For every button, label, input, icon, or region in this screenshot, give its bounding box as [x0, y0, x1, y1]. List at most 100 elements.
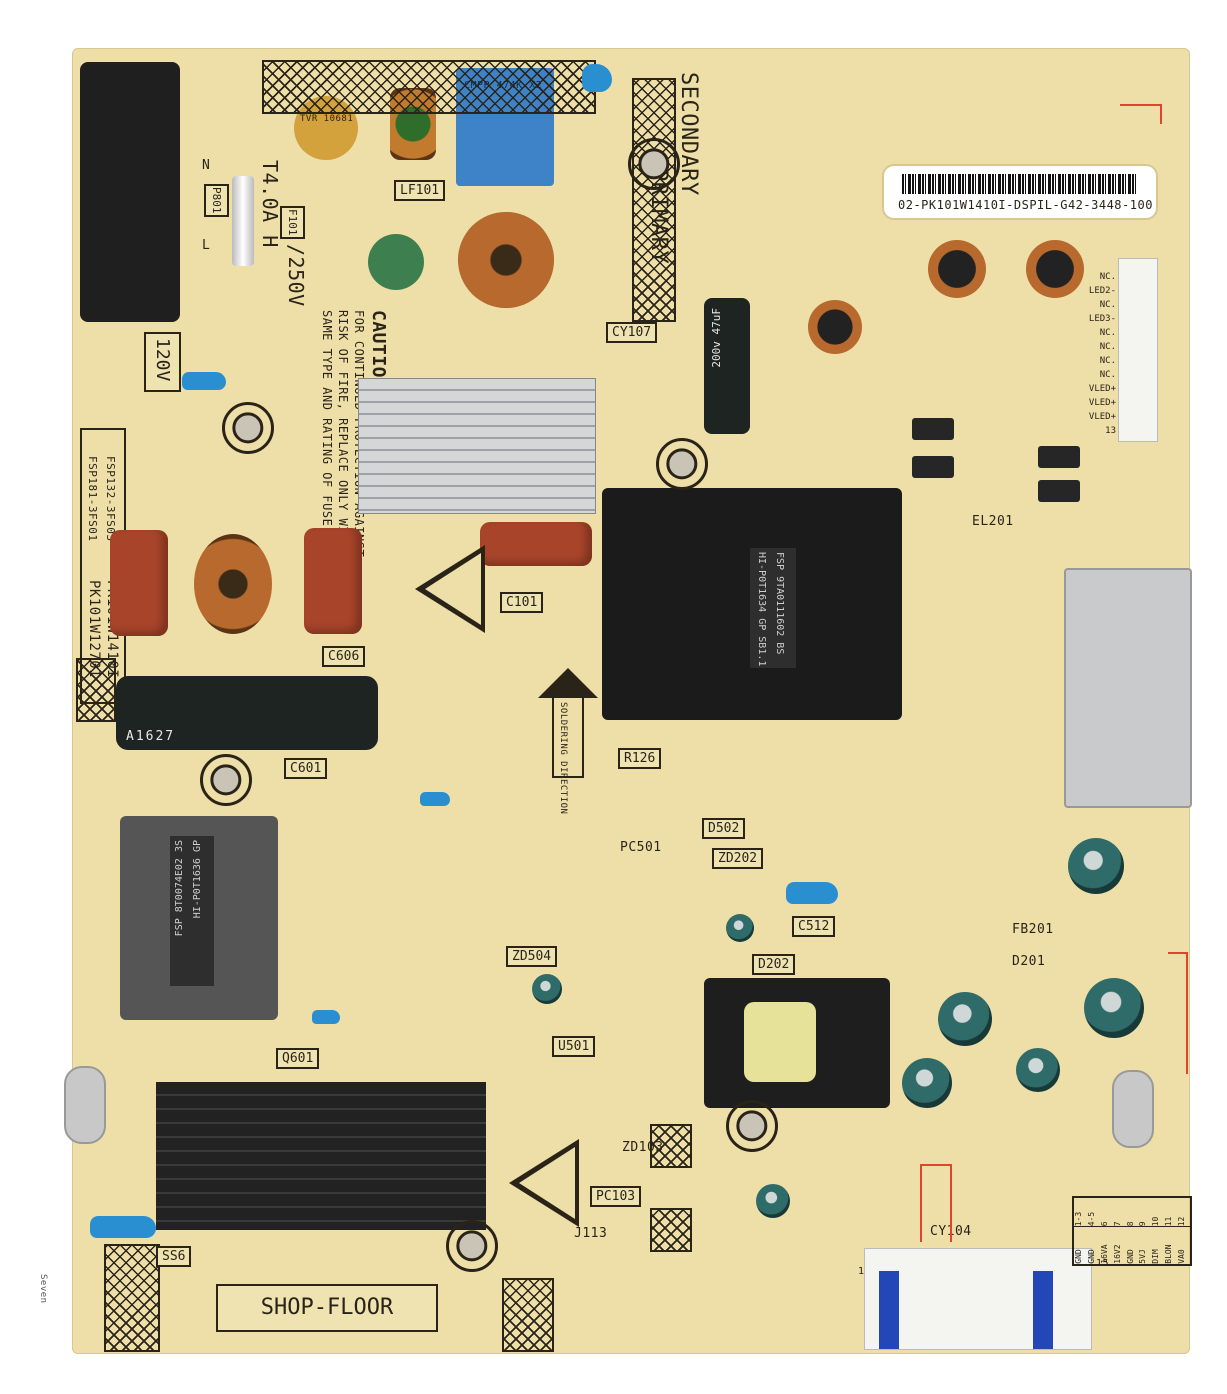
bottom-heatsink-hs601 [156, 1082, 486, 1230]
standby-xfmr-plate: FSP 8T0074E02 3S HI-P0T1636 GP [170, 836, 214, 986]
ref-c606: C606 [322, 646, 366, 667]
hv-electrolytic-c905: 200v 47uF [704, 298, 750, 434]
ycap-c612 [312, 1010, 340, 1024]
main-xfmr-plate-2: HI-P0T1634 GP SB1.1 [756, 552, 767, 667]
ref-d201: FB201 [1012, 922, 1054, 937]
film-capacitor-c101 [480, 522, 592, 566]
ref-cy104: SS6 [156, 1246, 192, 1267]
inductor-l903 [1026, 240, 1084, 298]
shop-floor-label: SHOP-FLOOR [216, 1284, 438, 1332]
ref-pc501: ZD202 [712, 848, 764, 869]
ycap-cy103 [786, 882, 838, 904]
pin-signals: GND GND 16VA 16V2 GND 5VJ DIM BLON VA0 [1074, 1244, 1187, 1264]
ref-c601: C601 [284, 758, 328, 779]
choke-lf601 [194, 534, 272, 634]
inductor-l904 [808, 300, 862, 354]
ref-cy107: CY107 [606, 322, 658, 343]
ground-lug-pg202 [1112, 1070, 1154, 1148]
red-trace-3 [920, 1164, 952, 1242]
thermistor [368, 234, 424, 290]
ref-el201: EL201 [972, 514, 1014, 529]
fuse-rating-2: /250V [284, 244, 308, 307]
isolation-hatch-slot [632, 78, 676, 322]
control-connector-p802[interactable] [864, 1248, 1092, 1350]
output-heatsink-hs201 [1064, 568, 1192, 808]
ref-j113: J113 [574, 1226, 608, 1241]
isolation-hatch-pc103-top [650, 1124, 692, 1168]
ref-t501: D202 [752, 954, 796, 975]
ref-pc502: D502 [702, 818, 746, 839]
diode-d901 [912, 456, 954, 478]
diode-d903 [1038, 480, 1080, 502]
ref-p801: P801 [204, 184, 229, 217]
pin-assignment-table: 1-3 4-5 6 7 8 9 10 11 12 GND GND 16VA 16… [1072, 1196, 1192, 1266]
main-xfmr-plate-1: FSP 9TA0111602 BS [774, 552, 785, 655]
barcode-bars [902, 174, 1138, 194]
ref-pc103: PC103 [590, 1186, 642, 1207]
soldering-label: SOLDERING DIRECTION [558, 702, 568, 815]
common-mode-choke-lf102 [458, 212, 554, 308]
ref-q601: Q601 [276, 1048, 320, 1069]
electrolytic-zd202-area [1068, 838, 1124, 894]
region-secondary: SECONDARY [676, 72, 701, 196]
ground-lug-pg201 [64, 1066, 106, 1144]
standby-transformer: FSP 8T0074E02 3S HI-P0T1636 GP [120, 816, 278, 1020]
pcb-board: 02-PK101W1410I-DSPIL-G42-3448-100 N L P8… [38, 48, 1192, 1354]
fuse-rating-1: T4.0A H [258, 160, 282, 248]
varistor-marking: TVR 10681 [300, 114, 354, 124]
ref-lf101: LF101 [394, 180, 446, 201]
hv-warning-triangle-hs601 [509, 1139, 579, 1227]
caution-line-3: SAME TYPE AND RATING OF FUSE. [320, 310, 334, 535]
electrolytic-c202 [756, 1184, 790, 1218]
transformer-t501 [704, 978, 890, 1108]
ref-cy103: C512 [792, 916, 836, 937]
mount-ss1 [628, 138, 680, 190]
red-trace-2 [1168, 952, 1188, 1074]
model-line-1: FSP132-3FS03 [104, 456, 117, 542]
ref-r522: ZD504 [506, 946, 558, 967]
electrolytic-c303-b [1084, 978, 1144, 1038]
neutral-label: N [202, 158, 211, 173]
mount-ss2 [656, 438, 708, 490]
standby-xfmr-plate-2: HI-P0T1636 GP [192, 840, 203, 919]
ref-u501: U501 [552, 1036, 596, 1057]
model-line-2: FSP181-3FS01 [86, 456, 99, 542]
fuse [232, 176, 254, 266]
voltage-label: 120V [144, 332, 181, 393]
bulk-capacitor: A1627 [116, 676, 378, 750]
connector-pin-15: 15 [1096, 1258, 1110, 1269]
film-capacitor-left [110, 530, 168, 636]
main-transformer-t101: FSP 9TA0111602 BS HI-P0T1634 GP SB1.1 [602, 488, 902, 720]
barcode-sticker: 02-PK101W1410I-DSPIL-G42-3448-100 [884, 166, 1156, 218]
pin-numbers: 1-3 4-5 6 7 8 9 10 11 12 [1074, 1198, 1190, 1228]
ac-input-connector [80, 62, 180, 322]
led-output-connector[interactable] [1118, 258, 1158, 442]
ref-t101: R126 [618, 748, 662, 769]
ref-d202: D201 [1012, 954, 1046, 969]
ref-zd103: ZD103 [622, 1140, 664, 1155]
isolation-hatch-bottom-mid [502, 1278, 554, 1352]
mount-ss5 [222, 402, 274, 454]
electrolytic-c512 [726, 914, 754, 942]
hv-warning-triangle-hs101 [415, 545, 485, 633]
soldering-direction-arrow: SOLDERING DIRECTION [538, 668, 598, 814]
connector-pin-1: 1 [858, 1266, 865, 1277]
hv-cap-marking: 200v 47uF [710, 308, 723, 368]
isolation-hatch-bottom-left [104, 1244, 160, 1352]
barcode-text: 02-PK101W1410I-DSPIL-G42-3448-100 [898, 198, 1153, 212]
standby-xfmr-plate-1: FSP 8T0074E02 3S [174, 840, 185, 937]
maker-mark: Seven [38, 1274, 48, 1304]
ref-j107: PC501 [620, 840, 662, 855]
electrolytic-c511 [532, 974, 562, 1004]
red-trace-1 [1120, 104, 1162, 124]
ycap-cy106 [582, 64, 612, 92]
ycap-cy104 [90, 1216, 156, 1238]
diode-d904 [1038, 446, 1080, 468]
mount-ss6 [446, 1220, 498, 1272]
caution-line-2: RISK OF FIRE, REPLACE ONLY WITH [336, 310, 350, 550]
mount-ss4 [200, 754, 252, 806]
inductor-l902 [928, 240, 986, 298]
part-line-2: PK101W1270I [86, 580, 102, 679]
ycap-cy101 [182, 372, 226, 390]
electrolytic-c303-c [902, 1058, 952, 1108]
